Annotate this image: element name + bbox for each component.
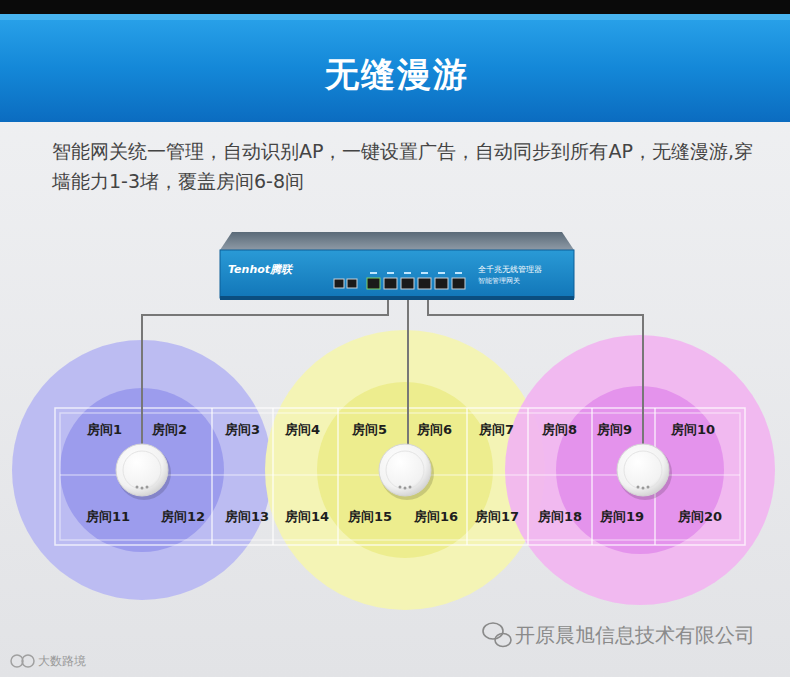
room-label: 房间9: [597, 422, 632, 437]
room-label: 房间15: [348, 509, 392, 524]
device-type: 智能管理网关: [478, 276, 520, 286]
room-label: 房间16: [414, 509, 458, 524]
room-box: 房间18: [535, 506, 585, 528]
room-box: 房间12: [158, 506, 208, 528]
room-box: 房间3: [222, 419, 263, 441]
device-model: 全千兆无线管理器: [478, 264, 542, 275]
room-label: 房间3: [225, 422, 260, 437]
room-label: 房间14: [285, 509, 329, 524]
room-label: 房间11: [86, 509, 130, 524]
room-label: 房间1: [87, 422, 122, 437]
room-box: 房间17: [472, 506, 522, 528]
room-box: 房间5: [349, 419, 390, 441]
room-label: 房间8: [542, 422, 577, 437]
room-label: 房间10: [671, 422, 715, 437]
brand-logo: Tenhot腾联: [228, 262, 292, 277]
room-box: 房间20: [675, 506, 725, 528]
watermark: 大数路境: [38, 653, 86, 670]
room-label: 房间18: [538, 509, 582, 524]
room-box: 房间1: [84, 419, 125, 441]
room-box: 房间14: [282, 506, 332, 528]
room-box: 房间7: [476, 419, 517, 441]
room-label: 房间2: [152, 422, 187, 437]
room-box: 房间11: [83, 506, 133, 528]
room-box: 房间8: [539, 419, 580, 441]
room-box: 房间15: [345, 506, 395, 528]
room-box: 房间4: [282, 419, 323, 441]
room-label: 房间12: [161, 509, 205, 524]
room-label: 房间7: [479, 422, 514, 437]
room-label: 房间17: [475, 509, 519, 524]
room-label: 房间5: [352, 422, 387, 437]
room-label: 房间20: [678, 509, 722, 524]
room-box: 房间6: [414, 419, 455, 441]
room-label: 房间6: [417, 422, 452, 437]
room-box: 房间16: [411, 506, 461, 528]
room-box: 房间13: [222, 506, 272, 528]
watermark: 开原晨旭信息技术有限公司: [515, 622, 755, 649]
room-label: 房间13: [225, 509, 269, 524]
room-box: 房间2: [149, 419, 190, 441]
room-box: 房间9: [594, 419, 635, 441]
room-box: 房间10: [668, 419, 718, 441]
room-label: 房间4: [285, 422, 320, 437]
room-box: 房间19: [597, 506, 647, 528]
banner-title: 无缝漫游: [2, 52, 790, 98]
description-text: 智能网关统一管理，自动识别AP，一键设置广告，自动同步到所有AP，无缝漫游,穿墙…: [52, 136, 757, 196]
room-label: 房间19: [600, 509, 644, 524]
